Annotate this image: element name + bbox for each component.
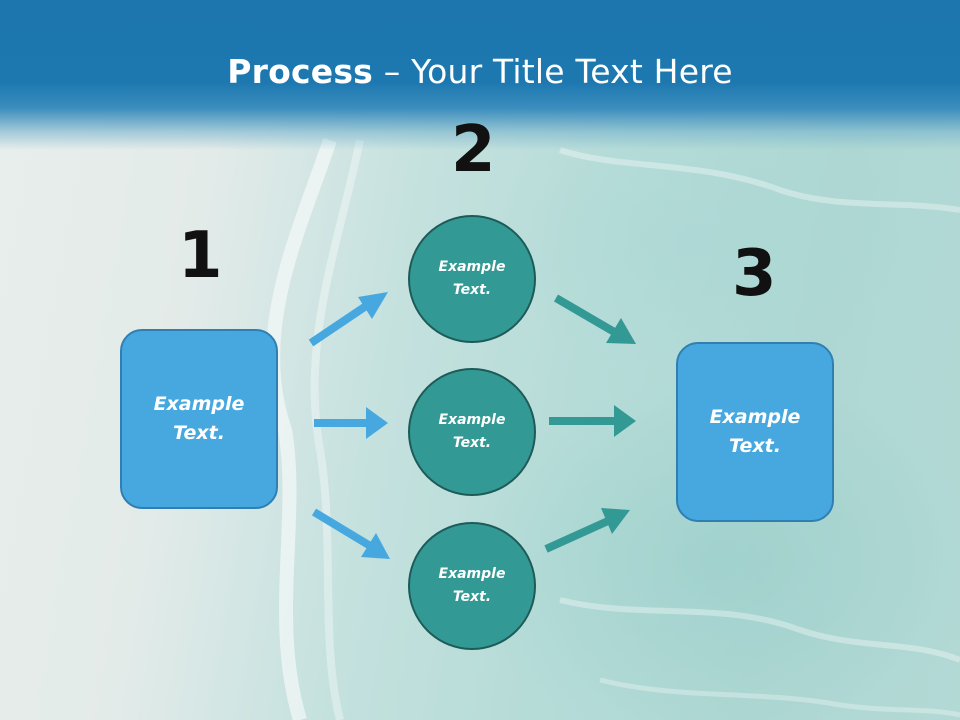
left-process-box[interactable]: Example Text. — [120, 329, 278, 509]
arrow-left-to-top — [308, 292, 388, 347]
process-circle-top[interactable]: Example Text. — [408, 215, 536, 343]
title-bold-part: Process — [227, 52, 374, 91]
step-number-2: 2 — [451, 113, 496, 187]
arrow-middle-to-right — [549, 405, 636, 437]
arrow-top-to-right — [553, 294, 636, 344]
circle-middle-text: Example Text. — [438, 412, 506, 451]
circle-bottom-text: Example Text. — [438, 566, 506, 605]
arrow-bottom-to-right — [544, 508, 630, 553]
process-circle-middle[interactable]: Example Text. — [408, 368, 536, 496]
step-number-3: 3 — [732, 237, 777, 311]
circle-top-text: Example Text. — [438, 259, 506, 298]
step-number-1: 1 — [178, 219, 223, 293]
arrow-left-to-middle — [314, 407, 388, 439]
arrow-left-to-bottom — [311, 508, 390, 559]
title-rest-part: – Your Title Text Here — [373, 52, 733, 91]
left-box-text: Example Text. — [153, 393, 245, 444]
process-circle-bottom[interactable]: Example Text. — [408, 522, 536, 650]
slide-title: Process – Your Title Text Here — [0, 52, 960, 91]
right-box-text: Example Text. — [709, 406, 801, 457]
right-process-box[interactable]: Example Text. — [676, 342, 834, 522]
title-banner — [0, 0, 960, 150]
